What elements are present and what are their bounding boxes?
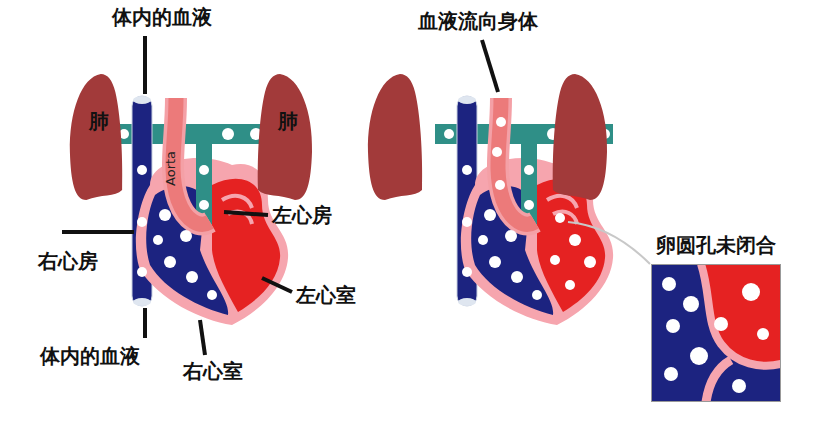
inset-shape [666,319,680,333]
heart-part [492,147,502,157]
inset-picture [651,264,781,402]
part-label: 右心房 [38,248,98,274]
part-label: 血液流向身体 [418,8,538,34]
heart-part [553,74,607,200]
inset-shape [683,296,699,312]
heart-part [482,40,498,92]
inset-shape [651,264,781,402]
inset-shape [690,347,708,365]
inset-shape [706,360,731,402]
lung-outline [67,72,125,202]
part-label: Aorta [164,150,181,185]
leader-lines [62,36,498,355]
lung-shape: 肺 [67,72,131,202]
heart-part [565,280,575,290]
heart-part [555,213,565,223]
part-label: 体内的血液 [40,343,140,369]
heart-part [584,256,596,268]
defect-heart [368,74,613,325]
lung-shape: 肺 [255,72,321,202]
heart-part [143,36,147,94]
inset-shape [701,264,781,366]
zoom-inset: 卵圆孔未闭合 [640,232,792,404]
inset-shape [757,328,769,340]
heart-part [262,278,292,292]
heart-part [224,212,268,215]
inset-shape [664,367,678,381]
lung-outline [70,74,122,200]
heart-part [200,320,205,355]
heart-part [368,74,422,200]
inset-shape [662,277,676,291]
organ-label: 肺 [255,108,321,134]
inset-shape [652,265,781,402]
heart-part [143,308,147,338]
inset-shape [732,379,746,393]
heart-part [553,74,607,200]
inset-heading: 卵圆孔未闭合 [640,232,792,258]
heart-part [569,234,581,246]
inset-shape [714,317,728,331]
part-label: 左心室 [296,282,356,308]
heart-part [550,255,560,265]
zoom-line [568,222,650,264]
heart-part [495,180,505,190]
inset-shape [651,264,781,402]
part-label: 体内的血液 [112,4,212,30]
lung-outline [258,74,312,200]
part-label: 左心房 [272,202,332,228]
heart-part [62,230,134,234]
part-label: 右心室 [183,358,243,384]
lung-outline [255,72,315,202]
organ-label: 肺 [67,108,131,134]
inset-shape [742,283,760,301]
heart-part [496,117,506,127]
